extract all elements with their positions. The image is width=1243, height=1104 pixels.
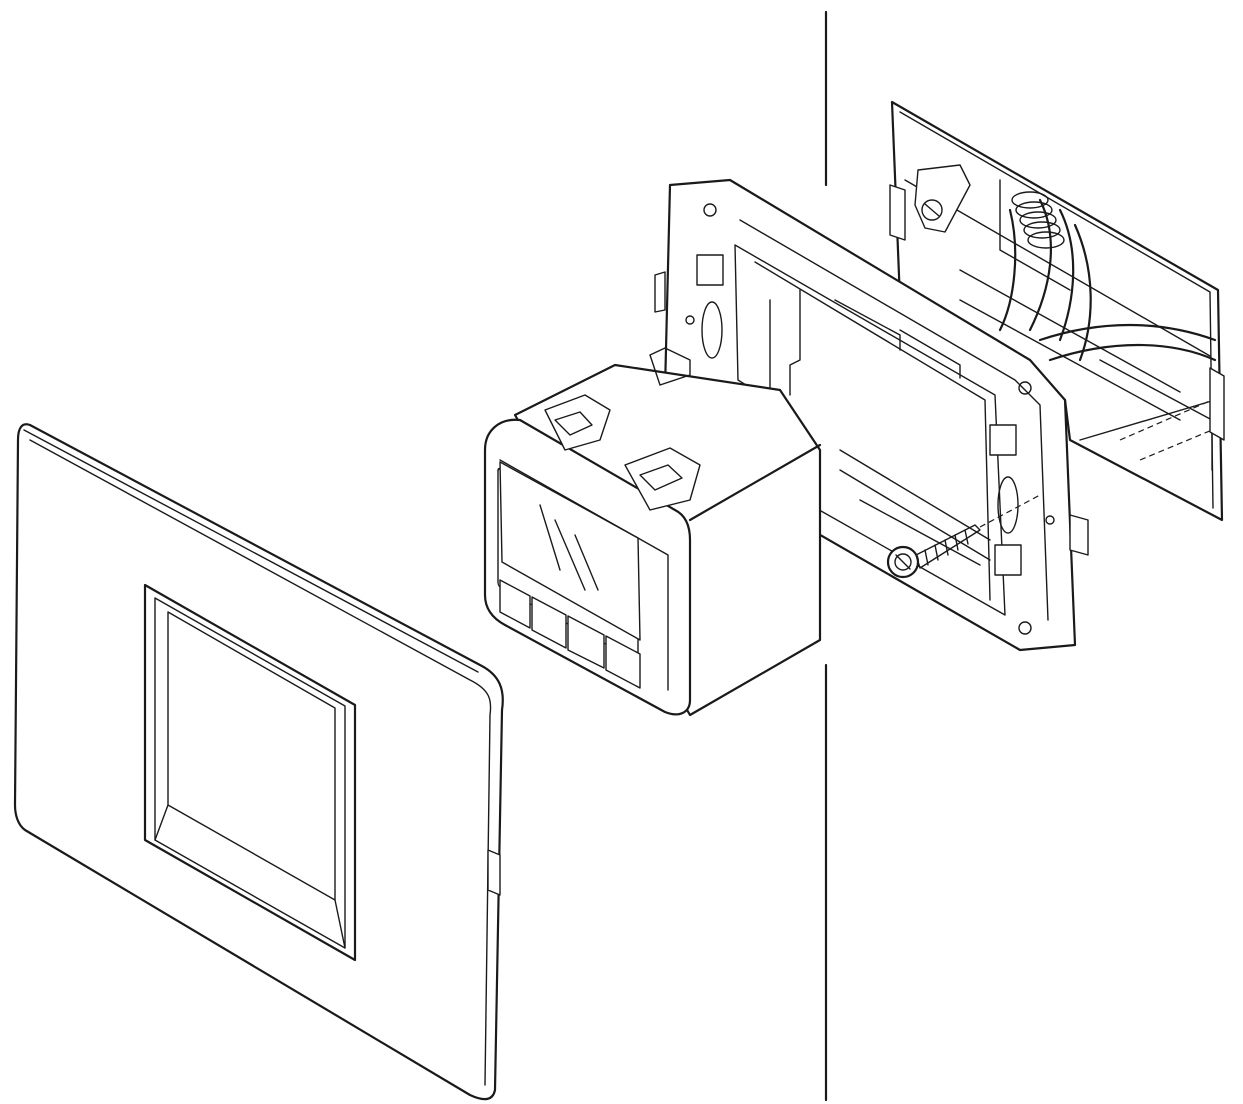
cover-plate (13, 423, 504, 1101)
screw (886, 494, 1041, 579)
device-buttons (499, 579, 641, 689)
cover-plate-window (143, 583, 357, 962)
mounting-frame (654, 178, 1089, 652)
device-module (483, 347, 822, 717)
device-terminals (544, 394, 701, 511)
cable-coil (1011, 191, 1065, 249)
cables (998, 191, 1217, 362)
wall-box (889, 100, 1225, 522)
